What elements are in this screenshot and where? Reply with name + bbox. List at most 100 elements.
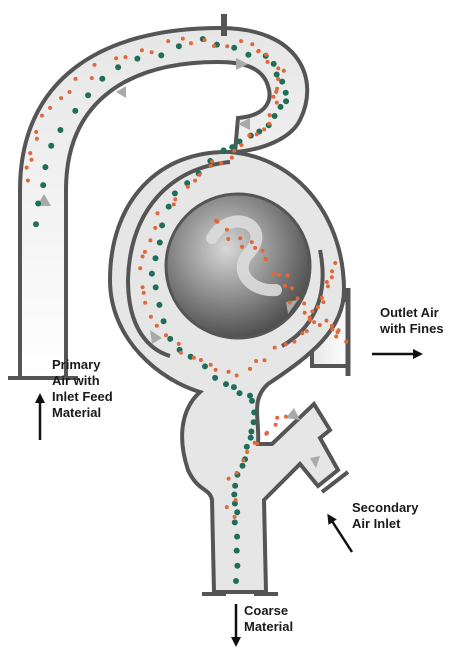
fine-particle: [308, 316, 312, 320]
coarse-particle: [48, 143, 54, 149]
fine-particle: [141, 285, 145, 289]
fine-particle: [93, 63, 97, 67]
coarse-particle: [278, 104, 284, 110]
fine-particle: [142, 291, 146, 295]
fine-particle: [235, 471, 239, 475]
coarse-particle: [33, 221, 39, 227]
fine-particle: [274, 90, 278, 94]
primary-air-label: Primary Air with Inlet Feed Material: [52, 357, 113, 421]
fine-particle: [30, 158, 34, 162]
fine-particle: [320, 296, 324, 300]
fine-particle: [179, 351, 183, 355]
coarse-particle: [234, 534, 240, 540]
fine-particle: [177, 342, 181, 346]
coarse-particle: [232, 519, 238, 525]
fine-particle: [173, 197, 177, 201]
fine-particle: [209, 164, 213, 168]
fine-particle: [214, 368, 218, 372]
coarse-particle: [231, 45, 237, 51]
fine-particle: [325, 280, 329, 284]
fine-particle: [226, 237, 230, 241]
fine-particle: [227, 370, 231, 374]
fine-particle: [272, 95, 276, 99]
fine-particle: [247, 133, 251, 137]
fine-particle: [219, 161, 223, 165]
fine-particle: [296, 296, 300, 300]
fine-particle: [254, 359, 258, 363]
fine-particle: [256, 49, 260, 53]
fine-particle: [303, 311, 307, 315]
coarse-particle: [248, 429, 254, 435]
fine-particle: [181, 37, 185, 41]
coarse-particle: [153, 284, 159, 290]
fine-particle: [275, 101, 279, 105]
fine-particle: [250, 240, 254, 244]
fine-particle: [283, 284, 287, 288]
fine-particle: [330, 327, 334, 331]
fine-particle: [233, 515, 237, 519]
fine-particle: [333, 261, 337, 265]
fine-particle: [192, 356, 196, 360]
fine-particle: [261, 249, 265, 253]
fine-particle: [234, 498, 238, 502]
coarse-particle: [249, 398, 255, 404]
fine-particle: [302, 302, 306, 306]
coarse-particle: [244, 444, 250, 450]
fine-particle: [248, 367, 252, 371]
coarse-particle: [231, 384, 237, 390]
fine-particle: [193, 179, 197, 183]
coarse-particle: [240, 463, 246, 469]
fine-particle: [253, 441, 257, 445]
coarse-particle: [157, 240, 163, 246]
fine-particle: [268, 113, 272, 117]
coarse-particle: [234, 563, 240, 569]
coarse-particle: [42, 164, 48, 170]
fine-particle: [143, 250, 147, 254]
fine-particle: [276, 66, 280, 70]
fine-particle: [321, 300, 325, 304]
coarse-particle: [99, 76, 105, 82]
coarse-particle: [279, 79, 285, 85]
coarse-particle: [156, 302, 162, 308]
coarse-particle: [35, 201, 41, 207]
coarse-particle: [161, 318, 167, 324]
fine-particle: [141, 255, 145, 259]
coarse-particle: [176, 43, 182, 49]
coarse-particle: [166, 204, 172, 210]
fine-particle: [155, 324, 159, 328]
fine-particle: [241, 458, 245, 462]
fine-particle: [203, 38, 207, 42]
fine-particle: [337, 328, 341, 332]
fine-particle: [35, 137, 39, 141]
coarse-particle: [221, 147, 227, 153]
coarse-particle: [212, 375, 218, 381]
secondary-air-label: Secondary Air Inlet: [352, 500, 418, 532]
fine-particle: [153, 226, 157, 230]
fine-particle: [316, 305, 320, 309]
coarse-particle: [234, 548, 240, 554]
fine-particle: [148, 238, 152, 242]
fine-particle: [284, 342, 288, 346]
fine-particle: [230, 156, 234, 160]
fine-particle: [34, 130, 38, 134]
fine-particle: [74, 77, 78, 81]
fine-particle: [68, 90, 72, 94]
coarse-particle: [149, 271, 155, 277]
fine-particle: [330, 275, 334, 279]
fine-particle: [186, 185, 190, 189]
fine-particle: [264, 432, 268, 436]
fine-particle: [215, 220, 219, 224]
coarse-particle: [251, 419, 257, 425]
fine-particle: [272, 271, 276, 275]
fine-particle: [25, 166, 29, 170]
coarse-particle: [274, 72, 280, 78]
coarse-particle: [283, 90, 289, 96]
fine-particle: [240, 143, 244, 147]
coarse-particle: [283, 98, 289, 104]
fine-particle: [253, 246, 257, 250]
fine-particle: [273, 346, 277, 350]
coarse-particle: [158, 52, 164, 58]
fine-particle: [245, 450, 249, 454]
fine-particle: [330, 269, 334, 273]
